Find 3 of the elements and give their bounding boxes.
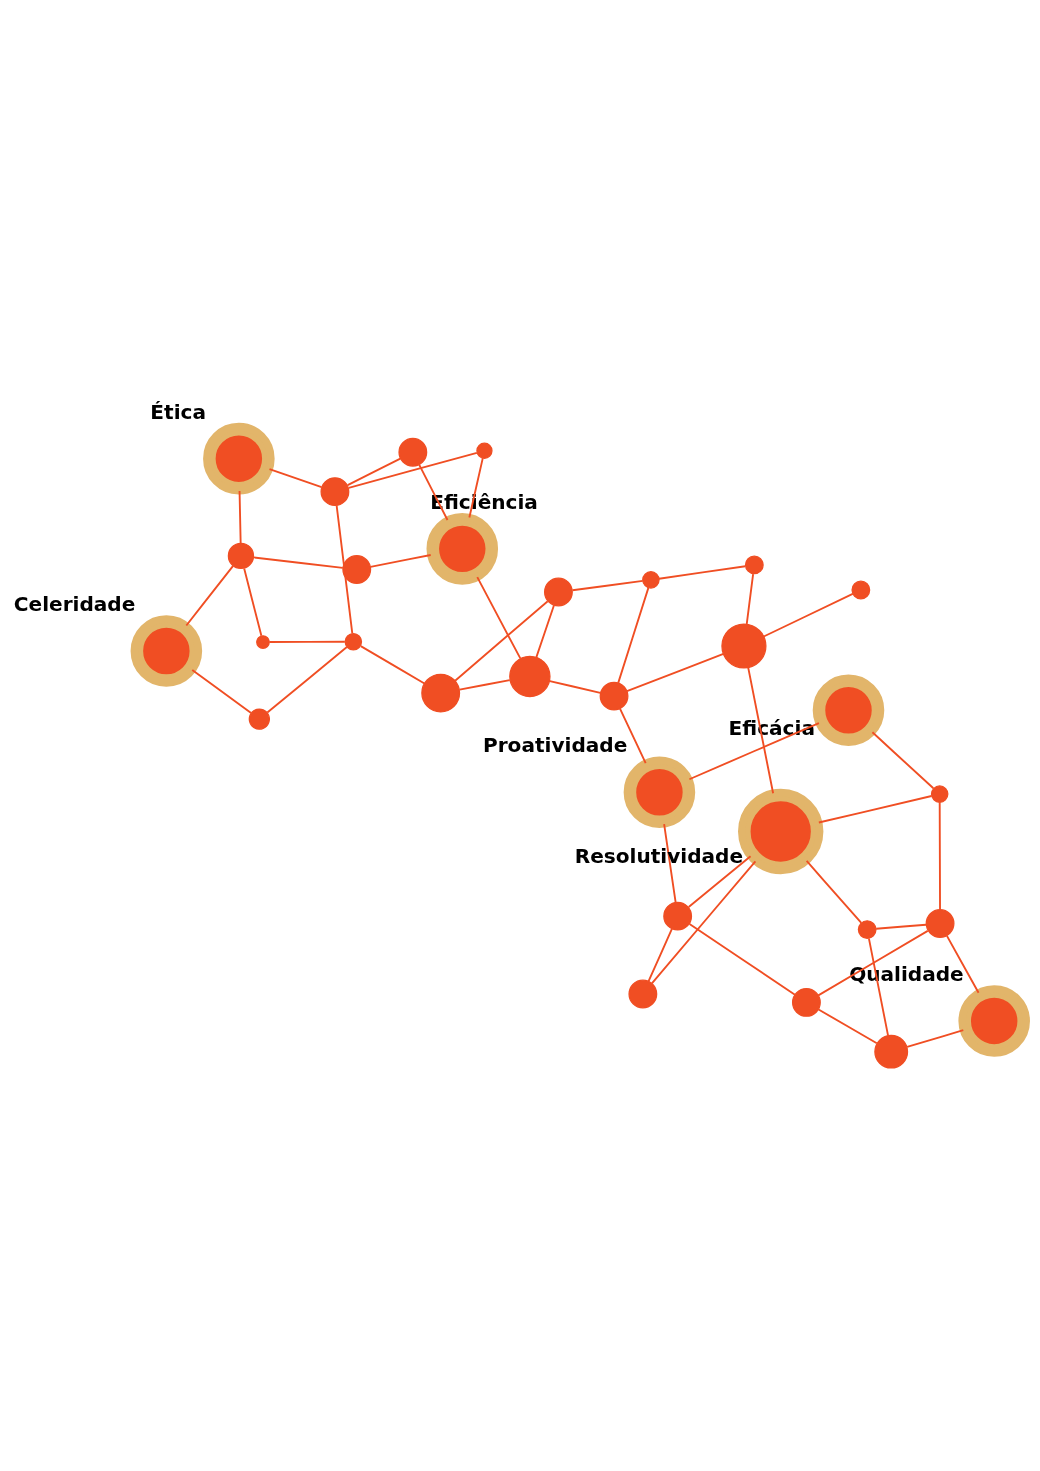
node-label: Proatividade	[482, 732, 628, 757]
node-label: Ética	[150, 399, 206, 424]
node-label: Celeridade	[13, 591, 136, 616]
